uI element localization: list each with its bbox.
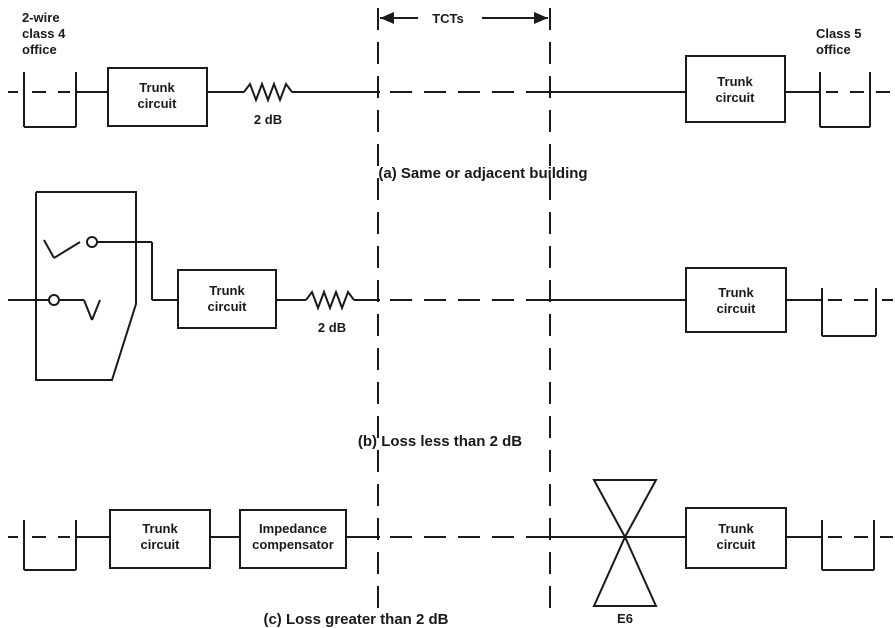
- panel-b-left-trunk-label-2: circuit: [207, 299, 247, 314]
- panel-a-left-trunk-label-2: circuit: [137, 96, 177, 111]
- panel-c-caption: (c) Loss greater than 2 dB: [263, 611, 448, 628]
- tcts-label: TCTs: [432, 11, 464, 26]
- panel-a-left-trunk-label-1: Trunk: [139, 80, 175, 95]
- panel-c-compensator-label-2: compensator: [252, 537, 334, 552]
- tcts-arrow: [380, 12, 548, 24]
- panel-b-switch-enclosure: [35, 191, 137, 381]
- panel-c: Trunk circuit Impedance compensator E6 T…: [8, 479, 893, 626]
- panel-c-e6-label: E6: [617, 611, 633, 626]
- left-office-label-3: office: [22, 42, 57, 57]
- panel-c-right-trunk-label-1: Trunk: [718, 521, 754, 536]
- panel-a-caption: (a) Same or adjacent building: [378, 165, 587, 182]
- panel-b-upper-switch-contact: [86, 236, 98, 248]
- panel-b-left-trunk-circuit: [177, 269, 277, 329]
- right-office-label-2: office: [816, 42, 851, 57]
- right-office-label-1: Class 5: [816, 26, 862, 41]
- panel-c-impedance-compensator: [239, 509, 347, 569]
- panel-c-e6-repeater-lower: [592, 534, 658, 607]
- panel-b-pad-label: 2 dB: [318, 320, 346, 335]
- left-office-label-2: class 4: [22, 26, 66, 41]
- panel-b-right-trunk-label-2: circuit: [716, 301, 756, 316]
- panel-a-right-trunk-label-1: Trunk: [717, 74, 753, 89]
- left-office-label-1: 2-wire: [22, 10, 60, 25]
- panel-b-left-trunk-label-1: Trunk: [209, 283, 245, 298]
- panel-b-caption: (b) Loss less than 2 dB: [358, 433, 522, 450]
- panel-b-2db-pad: [305, 289, 355, 311]
- panel-b: Trunk circuit 2 dB Trunk circuit: [8, 191, 893, 381]
- panel-b-right-trunk-circuit: [685, 267, 787, 333]
- panel-a-right-trunk-label-2: circuit: [715, 90, 755, 105]
- panel-a-left-trunk-circuit: [107, 67, 208, 127]
- panel-b-right-trunk-label-1: Trunk: [718, 285, 754, 300]
- panel-c-right-trunk-label-2: circuit: [716, 537, 756, 552]
- panel-a-2db-pad: [243, 81, 293, 103]
- panel-c-compensator-label-1: Impedance: [259, 521, 327, 536]
- panel-c-left-trunk-label-1: Trunk: [142, 521, 178, 536]
- panel-c-e6-repeater-upper: [592, 479, 658, 540]
- panel-a: Trunk circuit 2 dB Trunk circuit: [8, 55, 890, 128]
- panel-a-pad-label: 2 dB: [254, 112, 282, 127]
- panel-c-right-trunk-circuit: [685, 507, 787, 569]
- panel-c-left-trunk-label-2: circuit: [140, 537, 180, 552]
- panel-b-lower-switch-contact: [48, 294, 60, 306]
- panel-c-left-trunk-circuit: [109, 509, 211, 569]
- panel-a-right-trunk-circuit: [685, 55, 786, 123]
